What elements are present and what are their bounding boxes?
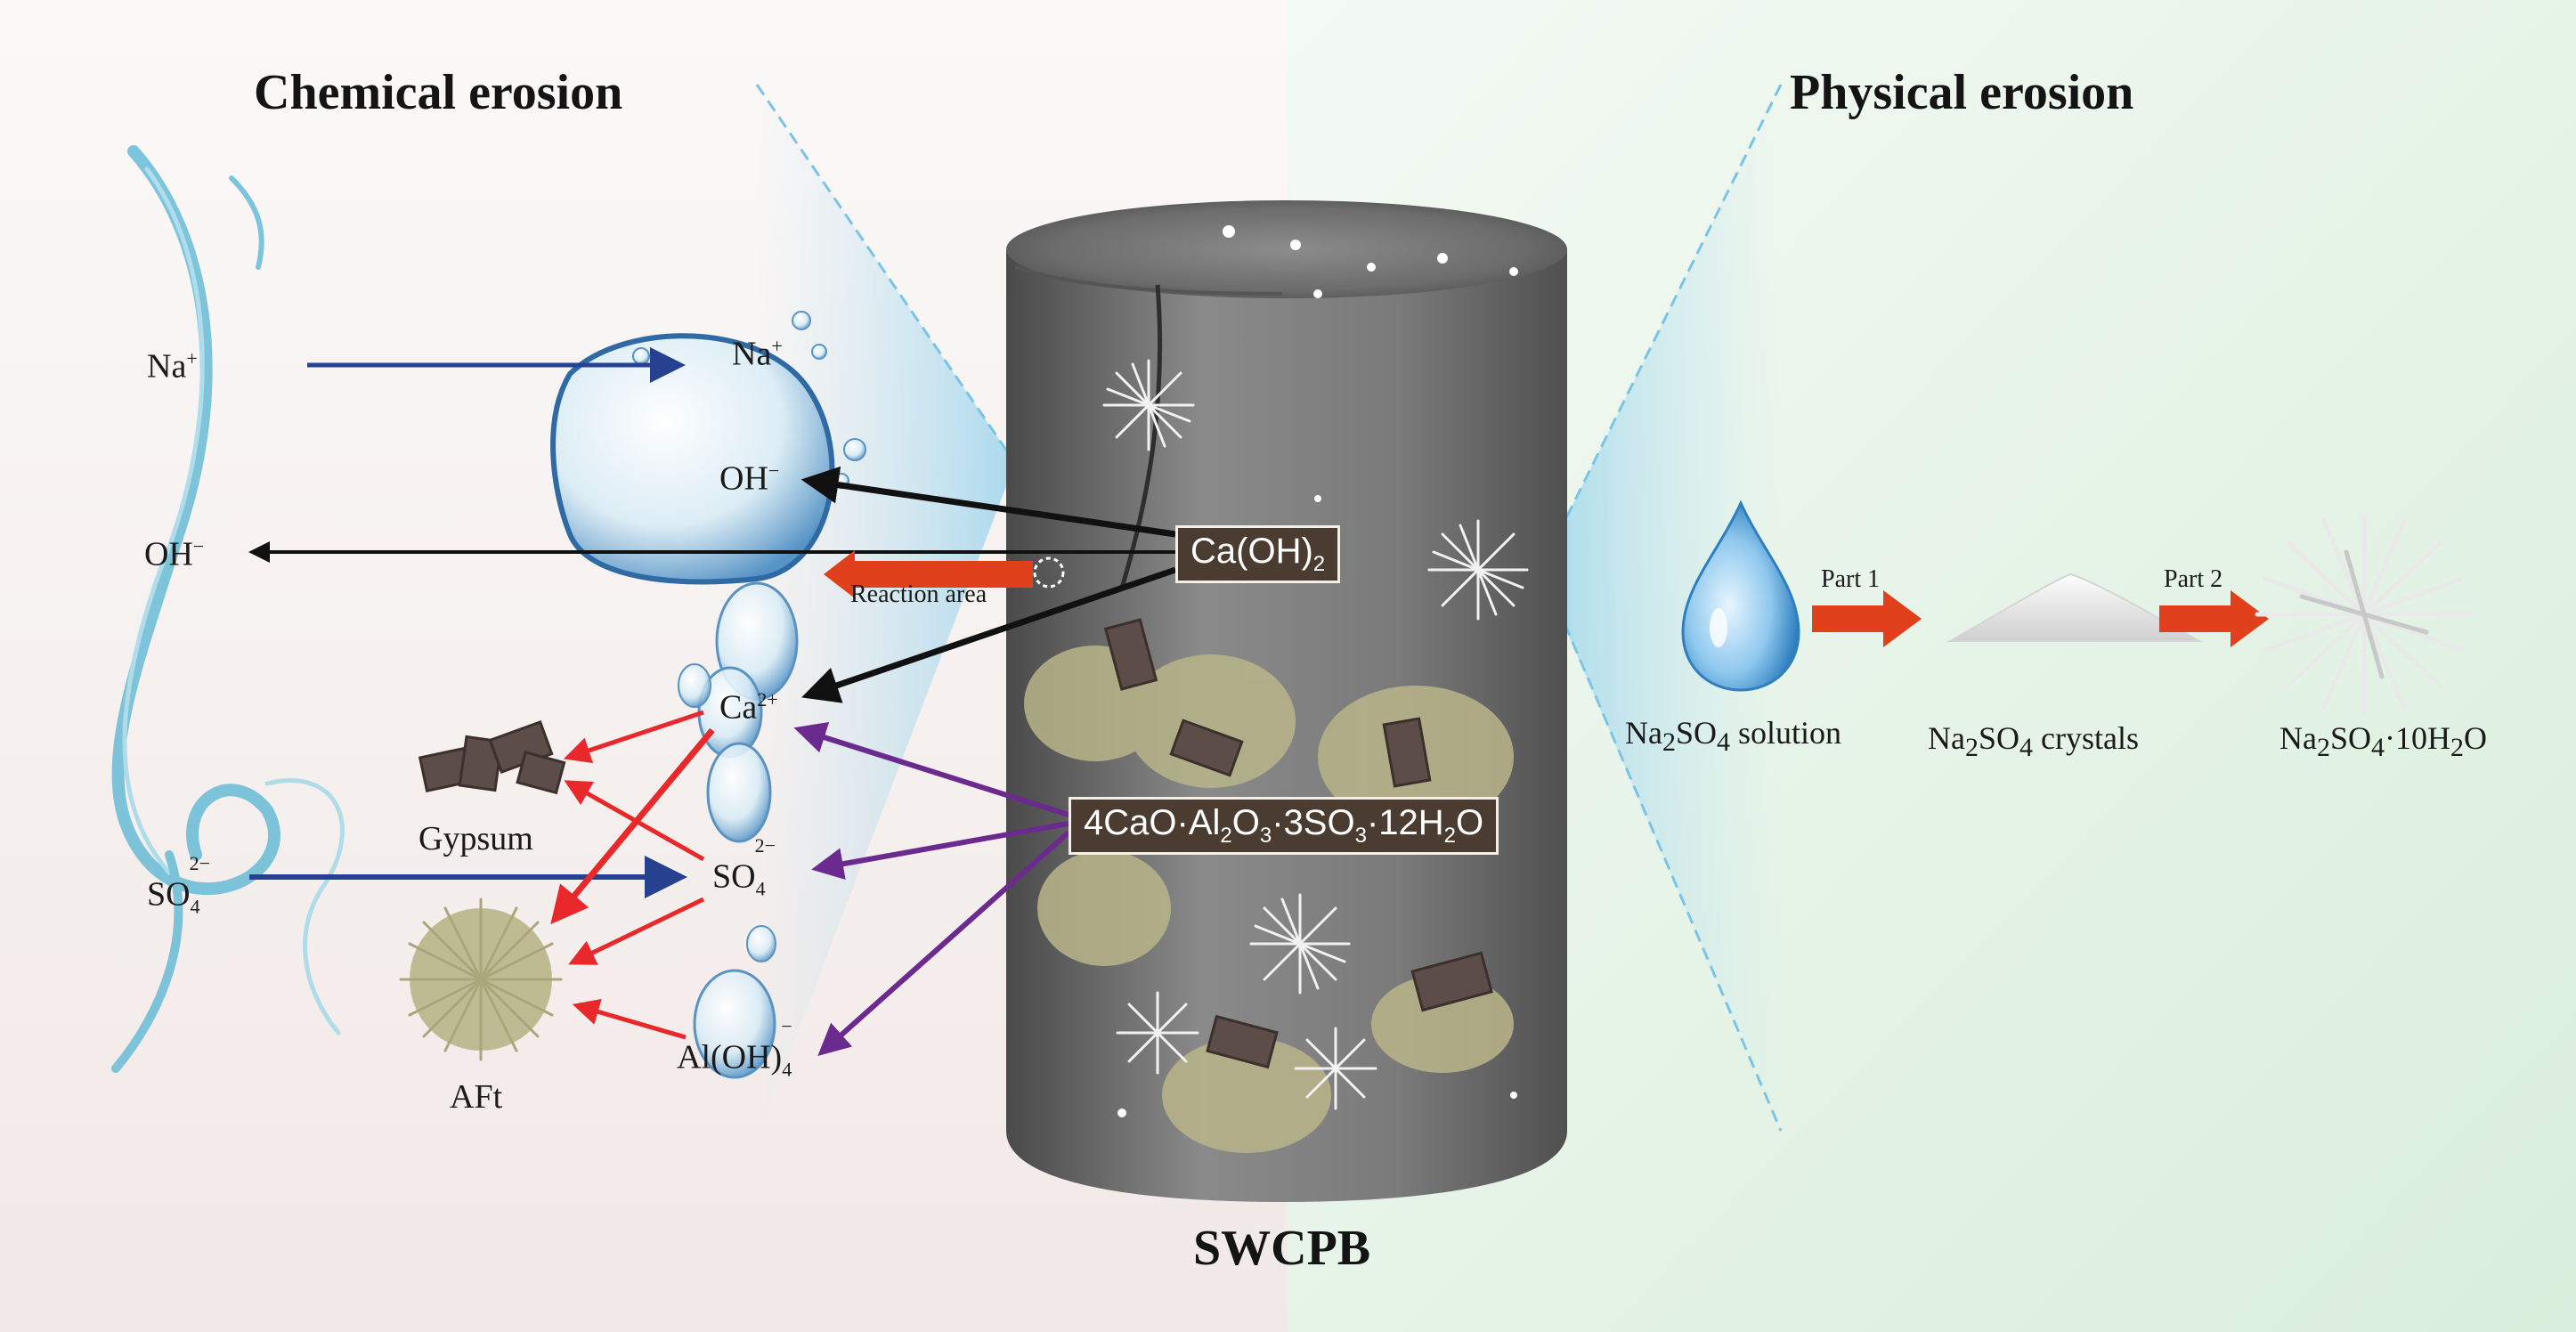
solution-label: Na2SO4 solution xyxy=(1625,715,1842,758)
part2-arrow xyxy=(2159,590,2269,647)
part1-label: Part 1 xyxy=(1821,565,1881,593)
aft-label: AFt xyxy=(450,1078,503,1116)
gypsum-icon xyxy=(418,719,566,795)
arrow-ettringite-to-so4 xyxy=(811,821,1069,880)
ettringite-box: 4CaO·Al2O3·3SO3·12H2O xyxy=(1069,797,1499,855)
physical-cone-edge-bottom xyxy=(1548,587,1783,1132)
water-drop-icon xyxy=(1681,500,1800,692)
swcpb-title: SWCPB xyxy=(1193,1221,1371,1276)
ion-ca-bubble: Ca2+ xyxy=(719,688,778,727)
ion-na-bubble: Na+ xyxy=(732,335,783,373)
crystal-pile-icon xyxy=(1946,573,2203,642)
ion-oh-bubble: OH− xyxy=(719,459,780,498)
hydrate-crystal-icon xyxy=(2255,514,2474,715)
ion-oh-left: OH− xyxy=(144,535,205,573)
physical-cone xyxy=(1540,85,1781,1131)
reaction-area-marker xyxy=(1033,556,1065,589)
swcpb-cylinder-icon xyxy=(1006,200,1567,1202)
arrow-caoh2-to-ca xyxy=(801,566,1177,703)
arrow-ca-to-gypsum xyxy=(563,710,704,764)
arrow-so4-to-aft xyxy=(568,897,705,965)
chemical-cone-edge-top xyxy=(755,84,1017,464)
chemical-erosion-title: Chemical erosion xyxy=(254,65,623,120)
ion-so4-bubble: SO42− xyxy=(712,834,776,900)
ion-aloh4-bubble: Al(OH)4− xyxy=(677,1015,792,1081)
reaction-area-label: Reaction area xyxy=(850,581,987,608)
part1-arrow xyxy=(1812,590,1922,647)
arrow-caoh2-to-oh-bubble xyxy=(800,466,1176,538)
caoh2-box: Ca(OH)2 xyxy=(1175,525,1341,583)
arrow-aloh-to-aft xyxy=(572,998,687,1040)
gypsum-label: Gypsum xyxy=(418,820,533,857)
spiky-crystal-icon xyxy=(1102,359,1529,1110)
crystals-label: Na2SO4 crystals xyxy=(1928,720,2139,763)
ion-na-left: Na+ xyxy=(147,347,198,386)
hydrate-label: Na2SO4·10H2O xyxy=(2279,720,2488,763)
water-splash-icon xyxy=(111,145,345,1073)
physical-cone-edge-top xyxy=(1548,84,1783,553)
part2-label: Part 2 xyxy=(2164,565,2223,593)
aft-icon xyxy=(399,897,563,1061)
ion-so4-left: SO42− xyxy=(147,852,210,918)
physical-erosion-title: Physical erosion xyxy=(1790,65,2134,120)
arrow-ettringite-to-ca xyxy=(793,721,1069,817)
arrow-ettringite-to-aloh xyxy=(817,830,1070,1056)
arrow-ca-to-aft xyxy=(550,727,715,925)
reaction-area-arrow xyxy=(824,550,1033,598)
